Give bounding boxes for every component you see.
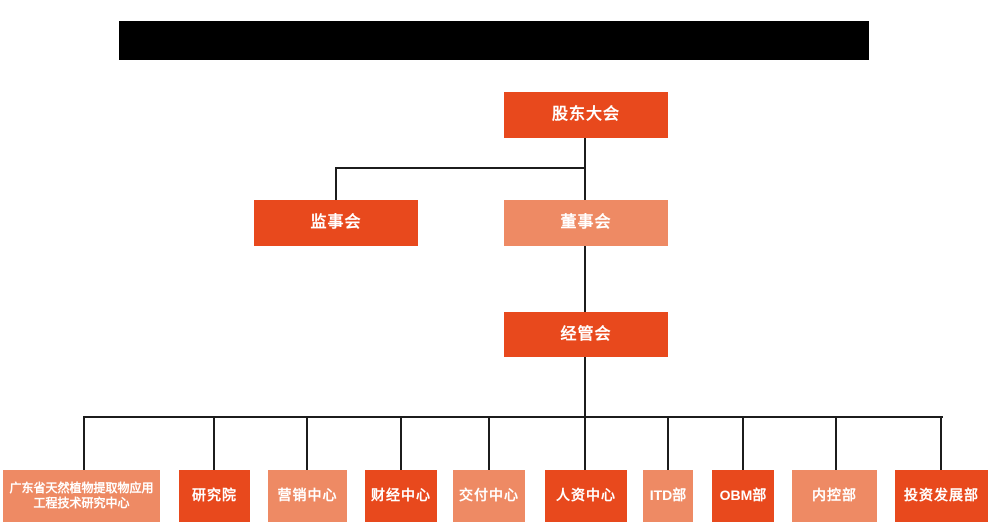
node-board-of-directors: 董事会	[504, 200, 668, 246]
node-dept-finance-center: 财经中心	[365, 470, 437, 522]
node-label: 内控部	[812, 487, 857, 504]
node-label: 财经中心	[371, 487, 431, 504]
node-label: 监事会	[310, 214, 362, 231]
node-label: 交付中心	[459, 487, 519, 504]
connector-drop-dept-3	[400, 416, 402, 470]
connector-drop-dept-6	[667, 416, 669, 470]
node-dept-marketing-center: 营销中心	[268, 470, 347, 522]
connector-drop-dept-4	[488, 416, 490, 470]
node-label: 股东大会	[551, 106, 620, 123]
node-dept-obm: OBM部	[712, 470, 774, 522]
node-dept-research-institute: 研究院	[179, 470, 250, 522]
connector-drop-dept-2	[306, 416, 308, 470]
connector-drop-dept-8	[835, 416, 837, 470]
node-supervisory-board: 监事会	[254, 200, 418, 246]
node-dept-itd: ITD部	[643, 470, 693, 522]
node-label: 投资发展部	[904, 487, 979, 504]
connector-branch-departments	[83, 416, 943, 418]
node-label: OBM部	[719, 487, 767, 504]
node-label: 经管会	[560, 325, 612, 343]
node-dept-hr-center: 人资中心	[545, 470, 627, 522]
node-label: 营销中心	[277, 487, 338, 504]
node-management-committee: 经管会	[504, 312, 668, 357]
node-shareholders-meeting: 股东大会	[504, 92, 668, 138]
connector-drop-dept-5	[584, 416, 586, 470]
connector-board-down	[584, 167, 586, 200]
node-dept-internal-control: 内控部	[792, 470, 877, 522]
node-label: 广东省天然植物提取物应用工程技术研究中心	[9, 481, 154, 510]
connector-board-management	[584, 246, 586, 312]
connector-management-down	[584, 357, 586, 417]
node-dept-research-center: 广东省天然植物提取物应用工程技术研究中心	[3, 470, 160, 522]
connector-drop-dept-9	[940, 416, 942, 470]
connector-branch-level2	[335, 167, 586, 169]
node-dept-delivery-center: 交付中心	[453, 470, 525, 522]
node-label: 董事会	[560, 214, 612, 231]
connector-drop-dept-1	[213, 416, 215, 470]
node-label: 人资中心	[556, 487, 616, 504]
redacted-title-bar	[119, 21, 869, 60]
connector-supervisory-down	[335, 167, 337, 200]
node-dept-investment-development: 投资发展部	[895, 470, 988, 522]
node-label: ITD部	[649, 487, 687, 504]
connector-shareholders-down	[584, 137, 586, 168]
connector-drop-dept-0	[83, 416, 85, 470]
connector-drop-dept-7	[742, 416, 744, 470]
node-label: 研究院	[192, 487, 237, 504]
